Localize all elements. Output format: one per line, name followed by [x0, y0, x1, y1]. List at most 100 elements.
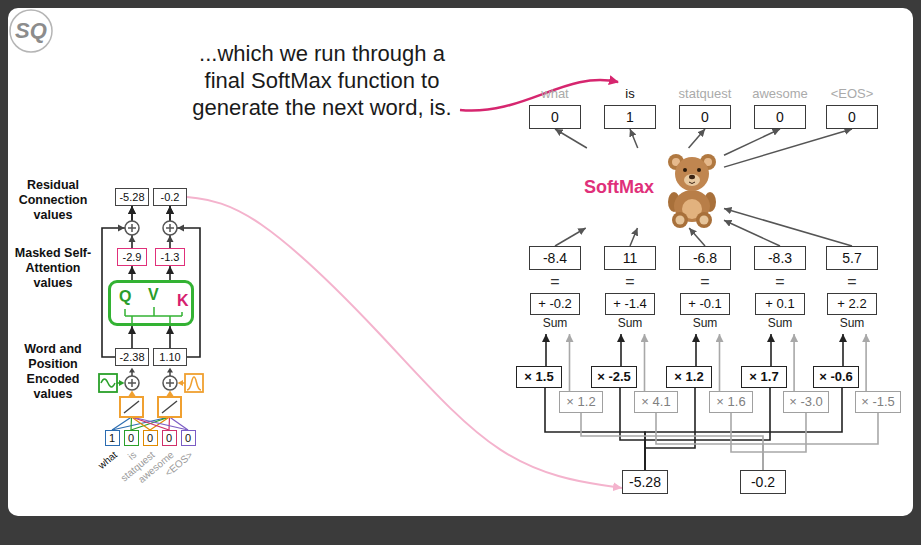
weight-box: × 1.6	[709, 391, 753, 413]
token-label: what	[96, 449, 120, 472]
probability-box: 0	[754, 105, 806, 129]
value-text: -2.9	[117, 248, 147, 266]
bear-mouth	[689, 182, 695, 184]
bias-text: + -0.1	[680, 293, 730, 315]
value-text: -8.3	[754, 246, 806, 270]
one-hot-input: 0<EOS>	[181, 430, 196, 446]
bias-box: + -0.2Sum	[530, 293, 580, 334]
connector	[545, 334, 547, 366]
connector	[763, 413, 806, 470]
connector	[689, 228, 705, 246]
stage-label: Word and Position Encoded values	[8, 342, 98, 402]
equals-sign: =	[775, 273, 784, 291]
weight-box: × -3.0	[783, 391, 829, 413]
input-wire	[131, 417, 170, 430]
value-text: 11	[604, 246, 656, 270]
value-text: -8.4	[529, 246, 581, 270]
input-value-box: -0.2	[740, 470, 786, 494]
value-text: 5.7	[826, 246, 878, 270]
sum-result-box: 5.7	[826, 246, 878, 270]
value-text: 1.10	[153, 348, 187, 366]
arrow-head	[129, 236, 136, 243]
sum-label: Sum	[530, 316, 580, 334]
output-token: what0	[529, 86, 581, 129]
output-token: is1	[604, 86, 656, 129]
softmax-function: SoftMax	[584, 148, 724, 228]
connector	[131, 326, 133, 348]
connector	[770, 334, 772, 366]
sum-result-box: -6.8	[679, 246, 731, 270]
one-hot-input: 0is	[124, 430, 139, 446]
stage-label: Residual Connection values	[8, 178, 98, 223]
probability-box: 0	[679, 105, 731, 129]
arrow-head	[167, 368, 173, 373]
equals-sign: =	[550, 273, 559, 291]
token-label: awesome	[752, 86, 808, 102]
plus-circle	[163, 221, 177, 235]
connector	[169, 326, 171, 348]
sine-wave	[101, 379, 115, 387]
equals-sign: =	[700, 273, 709, 291]
connector	[731, 413, 763, 470]
connector	[719, 334, 721, 391]
value-text: -0.2	[153, 188, 187, 206]
slide-panel	[8, 8, 913, 516]
connector	[569, 334, 571, 391]
value-box: -2.38	[115, 348, 149, 366]
one-hot-wires	[112, 417, 188, 430]
weight-text: × -3.0	[783, 391, 829, 413]
sum-result-box: 11	[604, 246, 656, 270]
connector	[630, 129, 638, 148]
weight-text: × -0.6	[813, 366, 859, 388]
value-text: -2.38	[115, 348, 149, 366]
one-hot-input: 0awesome	[162, 430, 177, 446]
sum-label: Sum	[827, 316, 877, 334]
bias-text: + -1.4	[605, 293, 655, 315]
one-hot-input: 1what	[105, 430, 120, 446]
bear-nose	[689, 175, 695, 179]
connector	[555, 129, 587, 148]
connector	[620, 334, 622, 366]
bell-position-box	[185, 374, 203, 392]
residual-adders	[118, 221, 184, 242]
connector	[131, 266, 133, 280]
value-box: -5.28	[115, 188, 149, 206]
connector	[724, 129, 780, 155]
equals-sign: =	[847, 273, 856, 291]
input-value: 0	[181, 430, 196, 446]
value-text: -5.28	[622, 470, 668, 494]
input-wire	[132, 417, 170, 430]
logo-text: SQ	[11, 18, 51, 44]
bias-text: + -0.2	[530, 293, 580, 315]
connector	[865, 334, 867, 391]
input-wire	[170, 417, 189, 430]
plus-circle	[125, 221, 139, 235]
arrow-head	[118, 225, 125, 232]
bell-curve	[187, 377, 201, 390]
connector	[656, 413, 763, 470]
input-wire	[168, 417, 170, 430]
probability-box: 0	[826, 105, 878, 129]
bias-text: + 0.1	[755, 293, 805, 315]
weight-text: × -2.5	[591, 366, 637, 388]
connector	[581, 413, 763, 470]
sum-label: Sum	[680, 316, 730, 334]
bear-leg	[672, 212, 688, 228]
attention-value-box: -1.3	[155, 248, 185, 266]
connector	[793, 334, 795, 391]
plus-circle	[125, 376, 139, 390]
caption-heading: ...which we run through a final SoftMax …	[184, 40, 460, 121]
token-label: <EOS>	[826, 86, 878, 102]
self-attention-box: QVK	[108, 280, 194, 326]
plus-sign	[166, 379, 174, 387]
linear-activation-box	[120, 397, 143, 417]
weight-text: × 4.1	[634, 391, 678, 413]
key-letter: K	[177, 292, 189, 310]
connector	[187, 197, 622, 488]
arrow-head	[178, 225, 185, 232]
bias-box: + -0.1Sum	[680, 293, 730, 334]
softmax-label: SoftMax	[584, 176, 654, 198]
weight-box: × -1.5	[855, 391, 901, 413]
sum-label: Sum	[755, 316, 805, 334]
